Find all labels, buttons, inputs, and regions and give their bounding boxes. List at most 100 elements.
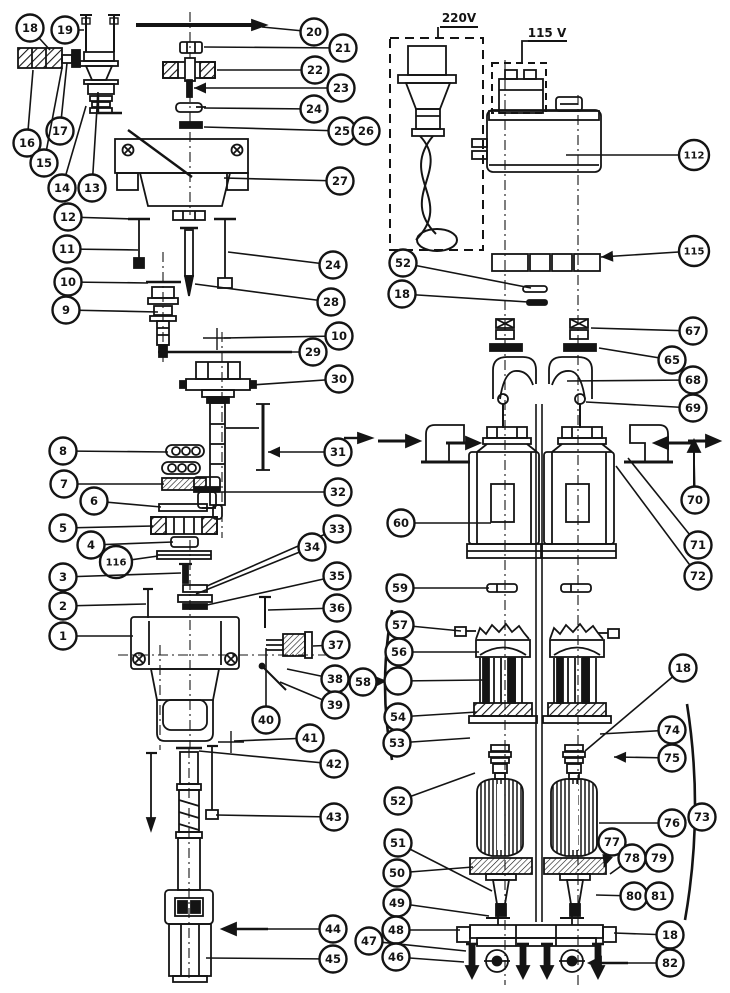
callout-circle <box>382 858 412 888</box>
callout-52: 52 <box>383 772 476 816</box>
callout-18: 18 <box>15 13 51 51</box>
callout-60: 60 <box>386 508 491 538</box>
callout-number: 31 <box>330 445 346 459</box>
callout-number: 14 <box>54 181 70 195</box>
220v-label-group: 220V <box>437 11 478 38</box>
callout-42: 42 <box>198 749 349 779</box>
callout-circle <box>322 514 352 544</box>
bearing-housing <box>179 361 257 404</box>
callout-circle <box>687 802 717 832</box>
callout-circle <box>657 743 687 773</box>
callout-number: 60 <box>393 516 409 530</box>
callout-65: 65 <box>598 345 687 375</box>
callout-circle <box>299 17 329 47</box>
ring-stack <box>177 584 213 610</box>
callout-circle <box>49 469 79 499</box>
callout-number: 35 <box>329 569 345 583</box>
callout-number: 12 <box>60 210 76 224</box>
callout-circle <box>683 530 713 560</box>
callout-number: 82 <box>662 956 678 970</box>
callout-8: 8 <box>48 436 169 466</box>
callout-circle <box>678 393 708 423</box>
coupler <box>162 57 216 82</box>
callout-71: 71 <box>627 457 713 560</box>
callout-36: 36 <box>267 593 352 623</box>
label-115v: 115 V <box>528 26 567 40</box>
callout-35: 35 <box>206 561 352 606</box>
callout-3: 3 <box>48 562 182 592</box>
rubber-feet <box>484 949 585 973</box>
callout-81: 81 <box>644 881 674 911</box>
callout-circle <box>318 914 348 944</box>
callout-number: 80 <box>626 889 642 903</box>
callout-number: 67 <box>685 324 701 338</box>
callout-7: 7 <box>49 469 164 499</box>
callout-circle <box>657 808 687 838</box>
direction-arrow-left <box>219 921 268 937</box>
callout-5: 5 <box>48 513 154 543</box>
callout-circle <box>386 508 416 538</box>
callout-circle <box>668 653 698 683</box>
callout-number: 52 <box>395 256 411 270</box>
callout-circle <box>388 248 418 278</box>
drive-rod <box>136 18 269 32</box>
115v-label-group: 115 V <box>521 26 567 64</box>
callout-24: 24 <box>227 250 348 280</box>
callout-number: 57 <box>392 618 408 632</box>
callout-number: 25 <box>334 124 350 138</box>
callout-number: 19 <box>57 23 73 37</box>
callout-circle <box>321 630 351 660</box>
bellows-boots <box>492 356 593 400</box>
callout-57: 57 <box>385 610 462 640</box>
callout-circle <box>385 573 415 603</box>
callout-27: 27 <box>223 166 355 196</box>
callout-number: 39 <box>327 698 343 712</box>
115v-dashed-box <box>491 62 547 114</box>
callout-circle <box>299 94 329 124</box>
callout-number: 77 <box>604 835 620 849</box>
callout-68: 68 <box>566 365 708 395</box>
callout-circle <box>381 942 411 972</box>
callout-16: 16 <box>12 69 42 158</box>
callout-circle <box>77 173 107 203</box>
callout-30: 30 <box>251 364 354 394</box>
callout-4: 4 <box>76 530 174 560</box>
callout-19: 19 <box>50 15 84 45</box>
callout-number: 15 <box>36 156 52 170</box>
clutch-disc <box>150 516 218 535</box>
callout-44: 44 <box>266 914 348 944</box>
callout-circle <box>318 250 348 280</box>
shoulder-screws <box>497 393 586 428</box>
callout-number: 69 <box>685 401 701 415</box>
callout-number: 18 <box>22 21 38 35</box>
blade-bar <box>226 403 270 471</box>
field-coil-left <box>454 622 538 724</box>
callout-circle <box>50 15 80 45</box>
callout-75: 75 <box>613 743 687 773</box>
spring-stack <box>161 477 207 491</box>
split-lines <box>535 404 543 922</box>
callout-28: 28 <box>194 283 346 317</box>
callout-number: 22 <box>307 63 323 77</box>
callout-number: 71 <box>690 538 706 552</box>
callout-41: 41 <box>233 723 325 753</box>
callout-number: 75 <box>664 751 680 765</box>
callout-circle <box>323 437 353 467</box>
callout-number: 52 <box>390 794 406 808</box>
callout-number: 30 <box>331 372 347 386</box>
callout-58: 58 <box>348 667 388 697</box>
callout-number: 48 <box>388 923 404 937</box>
callout-40: 40 <box>251 648 281 735</box>
callout-circle <box>677 138 711 172</box>
callout-number: 21 <box>335 41 351 55</box>
callout-13: 13 <box>77 91 107 203</box>
callout-2: 2 <box>48 591 147 621</box>
callout-43: 43 <box>215 802 349 832</box>
callout-21: 21 <box>203 33 358 63</box>
center-pin <box>180 226 198 297</box>
callout-number: 20 <box>306 25 322 39</box>
callout-circle <box>12 128 42 158</box>
callout-number: 24 <box>325 258 341 272</box>
